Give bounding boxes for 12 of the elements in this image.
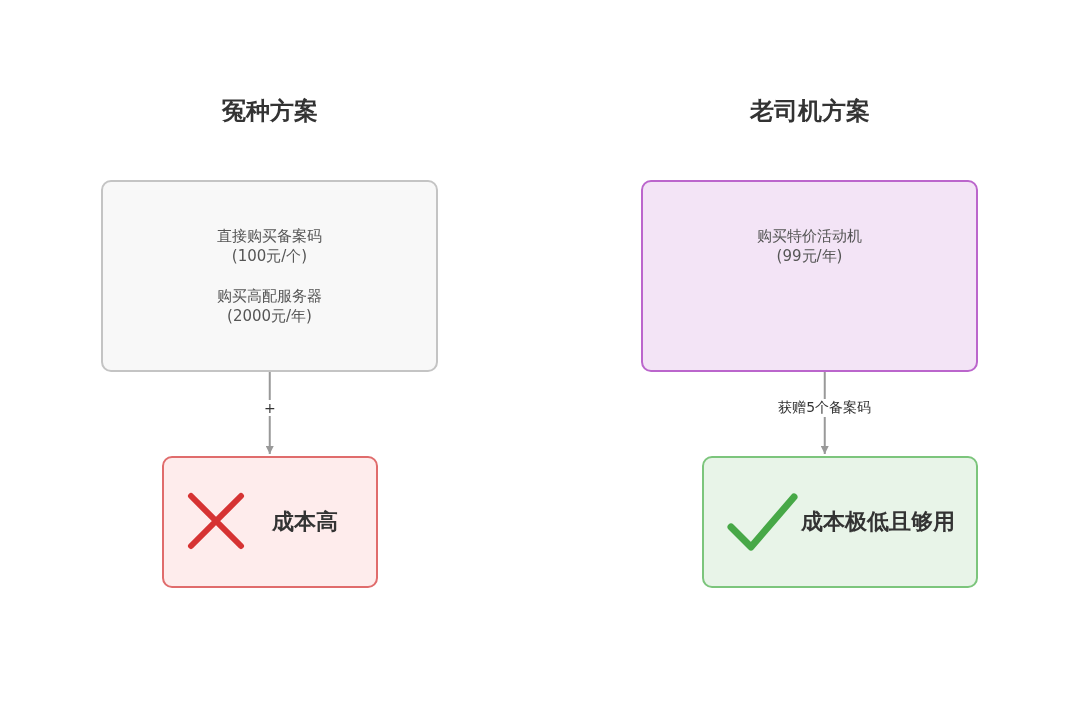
result-text: 成本极低且够用 — [801, 508, 955, 537]
column-heading: 老司机方案 — [750, 96, 870, 127]
option-text: 直接购买备案码(100元/个) — [216, 225, 323, 266]
option-box — [641, 180, 978, 372]
option-text: 购买高配服务器(2000元/年) — [216, 286, 323, 327]
column-heading: 冤种方案 — [222, 96, 318, 127]
result-box — [162, 456, 378, 588]
result-box — [702, 456, 978, 588]
result-text: 成本高 — [272, 508, 338, 537]
option-box — [101, 180, 438, 372]
option-text: 购买特价活动机(99元/年) — [756, 225, 863, 267]
arrow — [265, 371, 274, 455]
